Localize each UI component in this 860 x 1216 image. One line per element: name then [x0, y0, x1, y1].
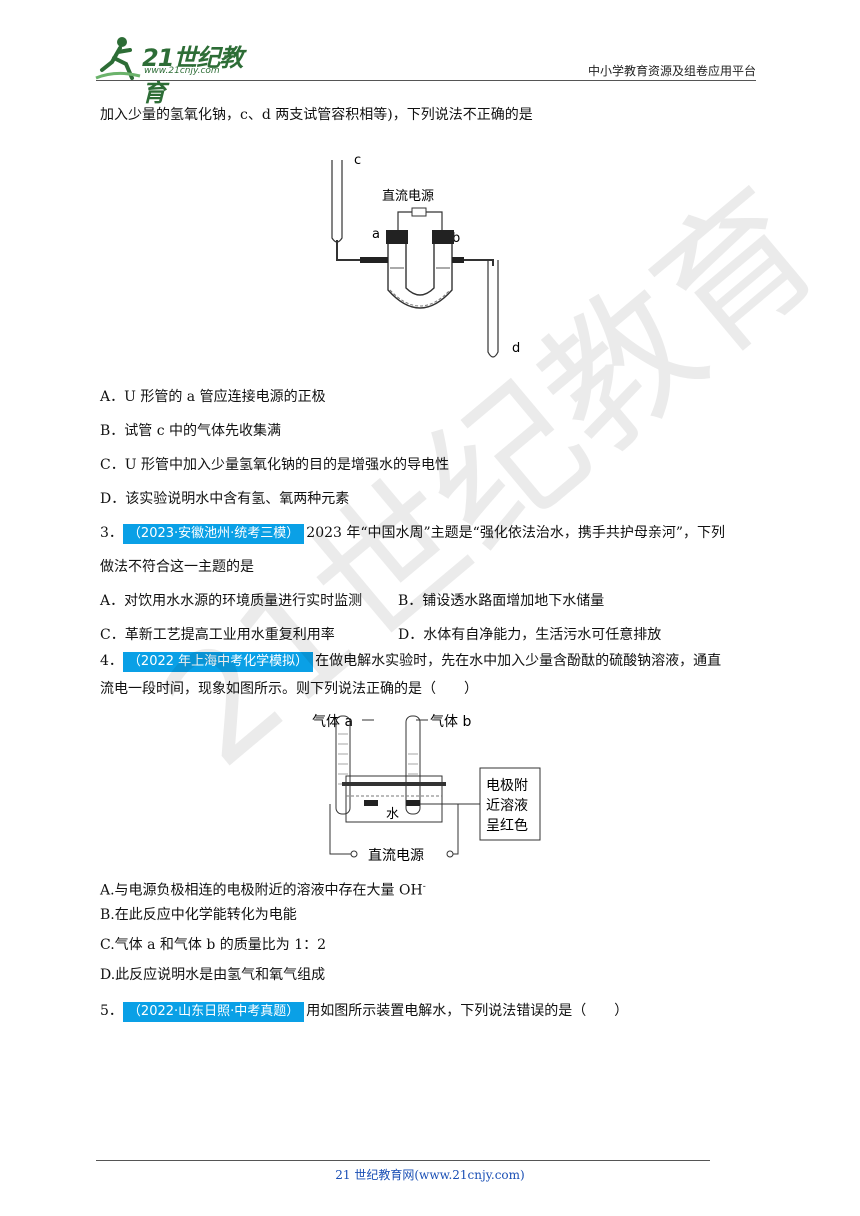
q3-option-b: B．铺设透水路面增加地下水储量 — [398, 593, 605, 609]
q4-option-c: C.气体 a 和气体 b 的质量比为 1：2 — [100, 937, 327, 953]
q3-option-d: D．水体有自净能力，生活污水可任意排放 — [398, 627, 662, 643]
q4-option-a: A.与电源负极相连的电极附近的溶液中存在大量 OH- — [100, 878, 426, 900]
q2-intro: 加入少量的氢氧化钠，c、d 两支试管容积相等)，下列说法不正确的是 — [100, 107, 533, 123]
fig1-power-label: 直流电源 — [382, 189, 434, 204]
q4-stem-line2: 流电一段时间，现象如图所示。则下列说法正确的是（ ） — [100, 681, 478, 697]
fig2-box-line3: 呈红色 — [486, 817, 528, 834]
footer-divider — [96, 1160, 710, 1161]
site-logo: 21世纪教育 www.21cnjy.com — [92, 34, 262, 107]
q4-number: 4． — [100, 653, 123, 669]
fig2-gas-b: 气体 b — [430, 714, 471, 730]
q5-number: 5． — [100, 1003, 123, 1019]
fig2-water-label: 水 — [386, 807, 399, 822]
runner-icon — [95, 37, 141, 80]
q2-option-d: D．该实验说明水中含有氢、氧两种元素 — [100, 491, 350, 507]
q4-source-tag[interactable]: （2022 年上海中考化学模拟） — [122, 652, 314, 672]
fig1-label-a: a — [372, 227, 380, 242]
fig2-gas-a: 气体 a — [312, 714, 353, 730]
fig2-power-label: 直流电源 — [368, 847, 424, 864]
header-divider — [96, 80, 756, 81]
q4-option-a-superscript: - — [422, 882, 426, 892]
q3-option-c: C．革新工艺提高工业用水重复利用率 — [100, 627, 335, 643]
q5-source-tag[interactable]: （2022·山东日照·中考真题） — [122, 1002, 305, 1022]
q5-stem: 用如图所示装置电解水，下列说法错误的是（ ） — [306, 1003, 629, 1019]
q3-source-tag[interactable]: （2023·安徽池州·统考三模） — [122, 524, 305, 544]
platform-name: 中小学教育资源及组卷应用平台 — [587, 64, 756, 78]
q3-stem-line1: 3．（2023·安徽池州·统考三模）2023 年“中国水周”主题是“强化依法治水… — [100, 524, 725, 544]
q2-option-a: A．U 形管的 a 管应连接电源的正极 — [100, 389, 326, 405]
logo-text: 21世纪教育 — [142, 44, 243, 107]
q4-option-a-text: A.与电源负极相连的电极附近的溶液中存在大量 OH — [100, 882, 423, 899]
q3-stem-line2: 做法不符合这一主题的是 — [100, 559, 254, 575]
footer-site[interactable]: 21 世纪教育网(www.21cnjy.com) — [335, 1168, 525, 1182]
q3-stem: 2023 年“中国水周”主题是“强化依法治水，携手共护母亲河”，下列 — [306, 525, 725, 541]
q4-stem: 在做电解水实验时，先在水中加入少量含酚酞的硫酸钠溶液，通直 — [315, 653, 722, 669]
fig2-box-line1: 电极附 — [486, 778, 528, 794]
electrolysis-figure: 气体 a 气体 b 水 直流电源 电极附 近溶液 呈红色 — [312, 714, 541, 864]
q2-option-c: C．U 形管中加入少量氢氧化钠的目的是增强水的导电性 — [100, 457, 449, 473]
q2-option-b: B．试管 c 中的气体先收集满 — [100, 423, 282, 439]
q3-number: 3． — [100, 525, 123, 541]
q5-stem-line: 5．（2022·山东日照·中考真题）用如图所示装置电解水，下列说法错误的是（ ） — [100, 1002, 628, 1022]
q4-stem-line1: 4．（2022 年上海中考化学模拟）在做电解水实验时，先在水中加入少量含酚酞的硫… — [100, 652, 721, 672]
u-tube-figure: c d a b 直流电源 — [331, 153, 520, 358]
q3-option-a: A．对饮用水水源的环境质量进行实时监测 — [100, 593, 363, 609]
logo-url: www.21cnjy.com — [144, 66, 220, 76]
fig1-label-c: c — [354, 153, 361, 168]
q4-option-b: B.在此反应中化学能转化为电能 — [100, 907, 297, 923]
q4-option-d: D.此反应说明水是由氢气和氧气组成 — [100, 967, 326, 983]
fig2-box-line2: 近溶液 — [486, 798, 528, 814]
fig1-label-d: d — [512, 341, 520, 356]
fig1-label-b: b — [452, 231, 460, 246]
